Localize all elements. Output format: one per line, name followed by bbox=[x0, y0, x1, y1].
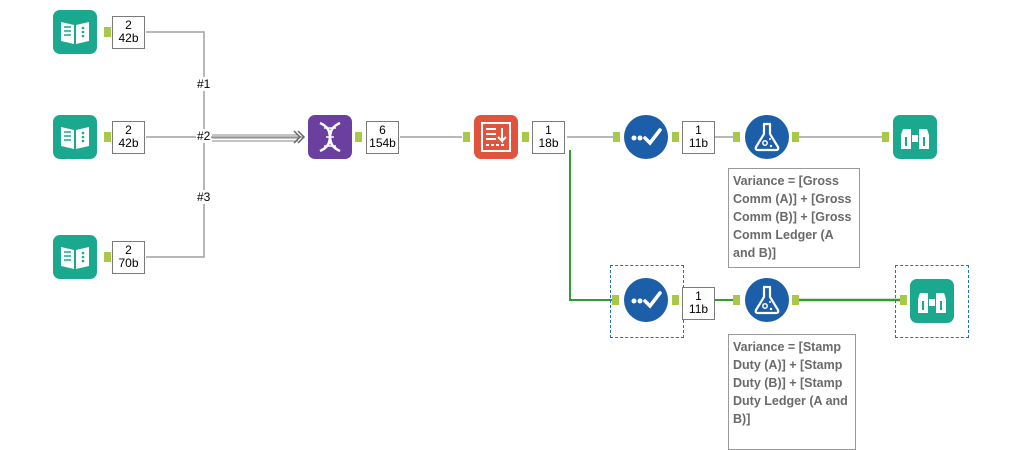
output-anchor[interactable] bbox=[672, 132, 679, 142]
connection-input-1[interactable] bbox=[146, 31, 205, 134]
book-input-icon bbox=[53, 235, 97, 279]
connection-label-2: #2 bbox=[196, 129, 212, 143]
flask-formula-icon bbox=[745, 115, 789, 159]
output-anchor[interactable] bbox=[792, 295, 799, 305]
sort-icon bbox=[474, 115, 518, 159]
filter-tool-bottom[interactable] bbox=[624, 278, 668, 322]
input-anchor[interactable] bbox=[733, 132, 740, 142]
input-tool-3[interactable] bbox=[53, 235, 97, 279]
input-anchor[interactable] bbox=[733, 295, 740, 305]
connection-label-3: #3 bbox=[196, 190, 212, 204]
dna-union-icon bbox=[308, 115, 352, 159]
binoculars-icon bbox=[893, 115, 937, 159]
multi-arrow-icon bbox=[293, 130, 306, 144]
browse-tool-bottom[interactable] bbox=[910, 279, 954, 323]
input-anchor[interactable] bbox=[463, 132, 470, 142]
book-input-icon bbox=[53, 10, 97, 54]
output-anchor[interactable] bbox=[104, 27, 111, 37]
book-input-icon bbox=[53, 115, 97, 159]
union-tool[interactable] bbox=[308, 115, 352, 159]
browse-tool-top[interactable] bbox=[893, 115, 937, 159]
formula-tool-top[interactable] bbox=[745, 115, 789, 159]
filter-check-icon bbox=[624, 278, 668, 322]
selection-box-browse-bottom bbox=[895, 265, 969, 338]
connection-union-multi[interactable] bbox=[212, 134, 298, 142]
formula-annotation-bottom: Variance = [Stamp Duty (A)] + [Stamp Dut… bbox=[728, 334, 856, 450]
output-anchor[interactable] bbox=[104, 252, 111, 262]
filter-tool-top[interactable] bbox=[624, 115, 668, 159]
output-anchor[interactable] bbox=[522, 132, 529, 142]
input-anchor[interactable] bbox=[900, 295, 907, 305]
output-anchor[interactable] bbox=[104, 132, 111, 142]
output-anchor[interactable] bbox=[792, 132, 799, 142]
sort-tool[interactable] bbox=[474, 115, 518, 159]
output-anchor[interactable] bbox=[672, 295, 679, 305]
input-tool-2[interactable] bbox=[53, 115, 97, 159]
input-tool-1[interactable] bbox=[53, 10, 97, 54]
input-anchor[interactable] bbox=[612, 295, 619, 305]
connection-label-1: #1 bbox=[196, 77, 212, 91]
connection-sort-filter-bottom[interactable] bbox=[569, 150, 614, 301]
output-anchor[interactable] bbox=[355, 132, 362, 142]
flask-formula-icon bbox=[745, 278, 789, 322]
input-anchor[interactable] bbox=[882, 132, 889, 142]
filter-check-icon bbox=[624, 115, 668, 159]
formula-annotation-top: Variance = [Gross Comm (A)] + [Gross Com… bbox=[728, 168, 860, 268]
binoculars-icon bbox=[910, 279, 954, 323]
input-anchor[interactable] bbox=[613, 132, 620, 142]
formula-tool-bottom[interactable] bbox=[745, 278, 789, 322]
connection-input-3[interactable] bbox=[146, 140, 205, 258]
